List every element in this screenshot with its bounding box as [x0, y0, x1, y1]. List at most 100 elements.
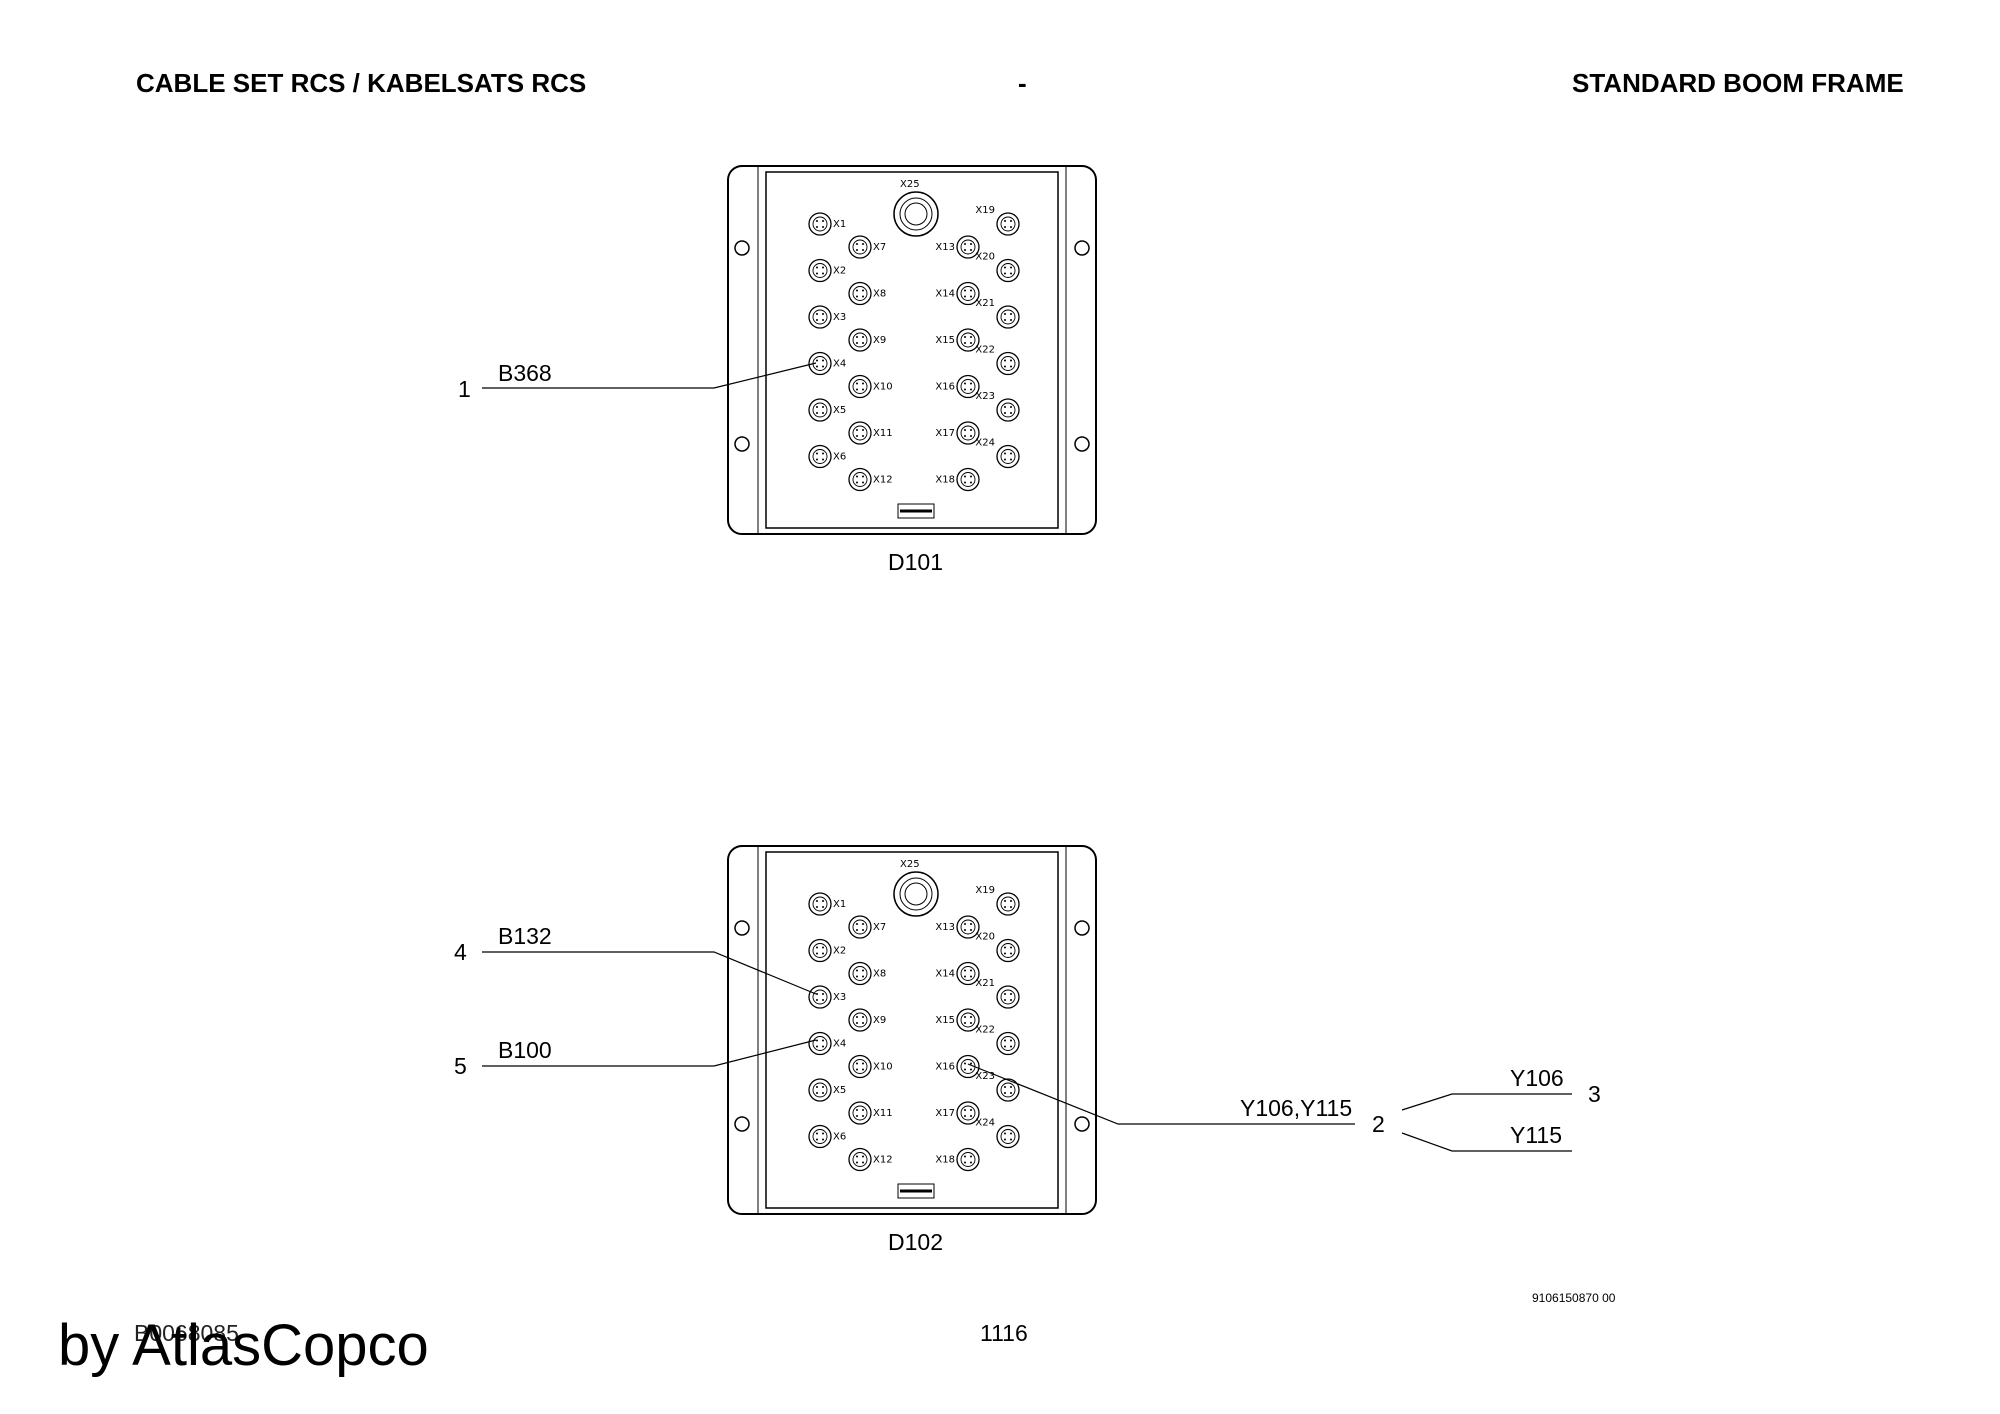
connector-label-x12: X12	[873, 1155, 893, 1166]
connector-label-x16: X16	[935, 1062, 955, 1073]
connector-x15: X15	[935, 1008, 980, 1032]
connector-x5: X5	[808, 1078, 846, 1102]
connector-label-x2: X2	[833, 946, 846, 957]
x25-main-connector	[893, 191, 939, 237]
callout-label-y106-y115: Y106,Y115	[1240, 1095, 1352, 1121]
connector-x20: X20	[975, 932, 1020, 963]
connector-x4: X4	[808, 351, 846, 376]
x25-main-connector	[893, 871, 939, 917]
connector-x18: X18	[935, 467, 980, 492]
callout-label-b368: B368	[498, 360, 552, 386]
connector-label-x7: X7	[873, 922, 886, 933]
connector-x24: X24	[975, 1118, 1020, 1149]
connector-label-x21: X21	[975, 978, 995, 989]
connector-label-x8: X8	[873, 969, 886, 980]
connector-label-x25: X25	[900, 859, 920, 870]
connector-label-x17: X17	[935, 428, 955, 439]
connector-label-x25: X25	[900, 179, 920, 190]
callout-label-y106: Y106	[1510, 1065, 1564, 1091]
mount-hole	[734, 920, 750, 936]
connector-x12: X12	[848, 467, 893, 492]
io-module-d102: X25 X1X2X3X4X5X6X7X8X9X10X11X12X13X14X15…	[727, 845, 1097, 1215]
connector-x22: X22	[975, 1025, 1020, 1056]
unit-label-d102: D102	[888, 1229, 943, 1255]
connector-label-x18: X18	[935, 1155, 955, 1166]
connector-label-x12: X12	[873, 475, 893, 486]
connector-x13: X13	[935, 915, 980, 939]
connector-label-x20: X20	[975, 932, 995, 943]
connector-x21: X21	[975, 978, 1020, 1009]
connector-x17: X17	[935, 1101, 980, 1125]
connector-x1: X1	[808, 892, 846, 916]
leader-y106-y115	[967, 1063, 1355, 1125]
connector-x20: X20	[975, 252, 1020, 283]
connector-x9: X9	[848, 328, 886, 352]
connector-label-x24: X24	[975, 1118, 995, 1129]
callout-number-5: 5	[454, 1053, 467, 1079]
connector-label-x10: X10	[873, 1062, 893, 1073]
connector-label-x17: X17	[935, 1108, 955, 1119]
unit-label-d101: D101	[888, 549, 943, 575]
connector-x22: X22	[975, 345, 1020, 376]
connector-label-x9: X9	[873, 1015, 886, 1026]
connector-x23: X23	[975, 391, 1020, 422]
connector-x15: X15	[935, 328, 980, 352]
connector-label-x13: X13	[935, 922, 955, 933]
connector-label-x14: X14	[935, 289, 955, 300]
connector-label-x7: X7	[873, 242, 886, 253]
connector-label-x5: X5	[833, 1085, 846, 1096]
connector-grid: X1X2X3X4X5X6X7X8X9X10X11X12X13X14X15X16X…	[808, 885, 1020, 1172]
section-title: STANDARD BOOM FRAME	[1572, 68, 1904, 98]
leader-y106	[1401, 1093, 1572, 1111]
connector-x2: X2	[808, 938, 846, 963]
connector-x23: X23	[975, 1071, 1020, 1102]
atlas-copco-logo-mark	[897, 1183, 935, 1199]
connector-label-x8: X8	[873, 289, 886, 300]
connector-x2: X2	[808, 258, 846, 283]
module-outer-frame	[727, 845, 1097, 1215]
connector-x9: X9	[848, 1008, 886, 1032]
io-module-d101: X25 X1X2X3X4X5X6X7X8X9X10X11X12X13X14X15…	[727, 165, 1097, 535]
connector-x13: X13	[935, 235, 980, 259]
module-flange	[757, 845, 1067, 1215]
document-title: CABLE SET RCS / KABELSATS RCS	[136, 68, 587, 98]
mount-hole	[1074, 920, 1090, 936]
connector-label-x5: X5	[833, 405, 846, 416]
connector-x24: X24	[975, 438, 1020, 469]
leader-b132	[482, 951, 817, 995]
connector-x8: X8	[848, 961, 886, 986]
connector-label-x6: X6	[833, 1132, 846, 1143]
connector-x11: X11	[848, 1101, 893, 1125]
connector-x19: X19	[975, 205, 1020, 236]
connector-label-x15: X15	[935, 1015, 955, 1026]
connector-label-x19: X19	[975, 885, 995, 896]
connector-x7: X7	[848, 235, 886, 259]
connector-label-x11: X11	[873, 1108, 893, 1119]
connector-x10: X10	[848, 374, 893, 399]
connector-label-x11: X11	[873, 428, 893, 439]
module-outer-frame	[727, 165, 1097, 535]
connector-x10: X10	[848, 1054, 893, 1079]
connector-label-x15: X15	[935, 335, 955, 346]
atlas-copco-logo-mark	[897, 503, 935, 519]
connector-label-x1: X1	[833, 899, 846, 910]
callout-number-3: 3	[1588, 1081, 1601, 1107]
connector-label-x18: X18	[935, 475, 955, 486]
callout-number-2: 2	[1372, 1111, 1385, 1137]
module-face-plate	[765, 171, 1059, 529]
connector-label-x23: X23	[975, 1071, 995, 1082]
mount-hole	[1074, 240, 1090, 256]
drawing-number: 9106150870 00	[1532, 1291, 1616, 1305]
connector-x17: X17	[935, 421, 980, 445]
connector-x7: X7	[848, 915, 886, 939]
connector-label-x3: X3	[833, 992, 846, 1003]
connector-x6: X6	[808, 444, 846, 469]
connector-x5: X5	[808, 398, 846, 422]
mount-hole	[734, 1116, 750, 1132]
callout-label-b100: B100	[498, 1037, 552, 1063]
connector-x19: X19	[975, 885, 1020, 916]
connector-label-x22: X22	[975, 1025, 995, 1036]
mount-hole	[1074, 1116, 1090, 1132]
page-number: 1116	[980, 1320, 1028, 1346]
connector-x8: X8	[848, 281, 886, 306]
